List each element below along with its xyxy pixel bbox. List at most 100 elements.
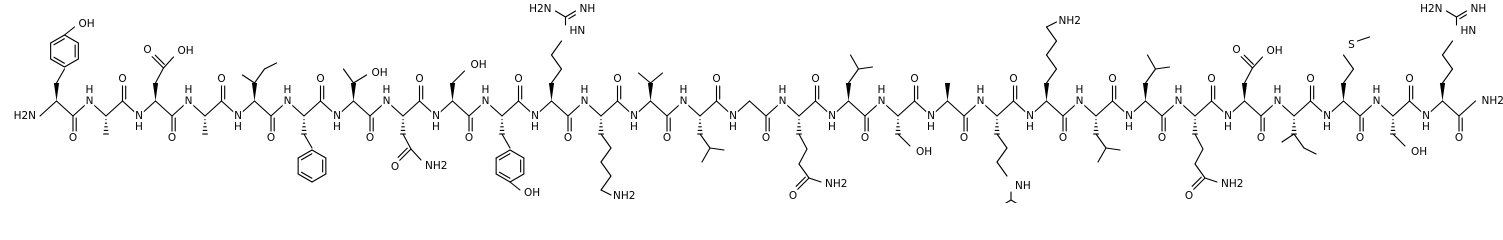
label-backdrop — [1469, 2, 1486, 16]
carbonyl-oxygen: O — [1405, 73, 1413, 85]
label-backdrop — [1322, 109, 1332, 123]
label-backdrop — [1107, 72, 1118, 86]
bond-34 — [798, 148, 808, 165]
stereo-hash — [994, 119, 1000, 135]
label-backdrop — [711, 72, 722, 86]
backbone-bond — [352, 100, 371, 117]
label-backdrop — [464, 131, 474, 145]
bond-75 — [1441, 54, 1454, 70]
carbonyl-oxygen: O — [69, 132, 77, 144]
bond-layer — [39, 10, 1477, 203]
label-backdrop — [975, 94, 986, 108]
guanidino-imine-label: NH — [1025, 202, 1041, 203]
bond-48 — [1045, 68, 1058, 84]
label-backdrop — [1157, 131, 1167, 145]
bond-4 — [162, 56, 175, 69]
amide-nitrogen: N — [1323, 110, 1331, 122]
bond-21 — [554, 10, 567, 18]
label-backdrop — [1223, 120, 1233, 134]
amide-nitrogen: N — [1175, 95, 1183, 107]
label-backdrop — [1220, 177, 1243, 191]
backbone-bond — [1144, 100, 1163, 117]
amide-hydrogen: H — [927, 121, 935, 133]
amide-nitrogen: N — [86, 95, 94, 107]
amide-hydrogen: H — [1125, 121, 1133, 133]
label-backdrop — [381, 83, 392, 97]
bond-32 — [709, 147, 725, 151]
carbonyl-oxygen: O — [861, 132, 869, 144]
label-backdrop — [84, 94, 95, 108]
bond-36 — [796, 177, 810, 191]
carbonyl-oxygen: O — [366, 132, 374, 144]
bond-second — [568, 14, 576, 20]
aromatic-bond — [311, 173, 327, 183]
bond-10 — [342, 68, 355, 84]
label-backdrop — [612, 189, 635, 203]
stereo-hash — [202, 119, 208, 135]
backbone-bond — [1342, 100, 1361, 117]
hydroxyl-label: OH — [372, 67, 388, 79]
label-backdrop — [266, 131, 276, 145]
label-backdrop — [84, 83, 95, 97]
carbonyl-oxygen: O — [1108, 73, 1116, 85]
stereo-hash — [400, 119, 406, 135]
guanidino-nh-label: HN — [570, 25, 586, 37]
amide-hydrogen: H — [581, 84, 589, 96]
backbone-bond — [649, 100, 668, 117]
amide-nitrogen: N — [135, 110, 143, 122]
amide-nitrogen: N — [779, 95, 787, 107]
label-backdrop — [909, 72, 920, 86]
label-backdrop — [1421, 120, 1431, 134]
stereo-hash — [697, 119, 703, 135]
label-backdrop — [424, 159, 447, 173]
label-backdrop — [915, 145, 932, 159]
backbone-bond — [1045, 100, 1064, 117]
label-backdrop — [530, 109, 540, 123]
guanidino-nh-label: NH — [1015, 180, 1031, 192]
amide-nitrogen: N — [1274, 95, 1282, 107]
bond-6 — [253, 68, 266, 84]
bond-17 — [550, 68, 563, 84]
amide-hydrogen: H — [1422, 121, 1430, 133]
bond-54 — [1097, 147, 1107, 163]
stereo-wedge — [1439, 83, 1446, 101]
label-backdrop — [332, 109, 342, 123]
bond-second — [397, 147, 408, 158]
label-backdrop — [1355, 131, 1365, 145]
bond-13 — [410, 148, 422, 161]
label-backdrop — [77, 17, 94, 31]
amide-nh2-label: NH2 — [825, 178, 847, 190]
bond-0 — [55, 68, 66, 84]
label-backdrop — [370, 66, 387, 80]
bond-5 — [241, 74, 256, 84]
guanidino-amine-label: H2N — [1420, 3, 1442, 15]
backbone-bond — [748, 100, 767, 117]
amide-nitrogen: N — [185, 95, 193, 107]
amide-hydrogen: H — [531, 121, 539, 133]
aromatic-bond-second — [498, 153, 511, 161]
label-backdrop — [1057, 14, 1081, 28]
label-backdrop — [876, 94, 887, 108]
amide-nitrogen: N — [927, 110, 935, 122]
stereo-hash — [796, 119, 802, 135]
bond-23 — [600, 133, 612, 149]
label-backdrop — [513, 72, 524, 86]
n-terminus-label: H2N — [14, 110, 36, 122]
bond-53 — [1095, 133, 1107, 149]
amine-label: NH2 — [1059, 15, 1081, 27]
label-backdrop — [1272, 83, 1283, 97]
label-backdrop — [876, 83, 887, 97]
bond-65 — [1239, 55, 1254, 69]
hydroxyl-label: OH — [916, 146, 932, 158]
amide-hydrogen: H — [86, 84, 94, 96]
amide-hydrogen: H — [779, 84, 787, 96]
label-backdrop — [530, 120, 540, 134]
label-backdrop — [1459, 24, 1476, 38]
bond-64 — [1243, 67, 1254, 84]
carbonyl-oxygen: O — [267, 132, 275, 144]
amide-hydrogen: H — [1274, 84, 1282, 96]
amide-hydrogen: H — [630, 121, 638, 133]
label-backdrop — [629, 109, 639, 123]
label-backdrop — [678, 83, 689, 97]
aromatic-bond — [50, 58, 66, 68]
